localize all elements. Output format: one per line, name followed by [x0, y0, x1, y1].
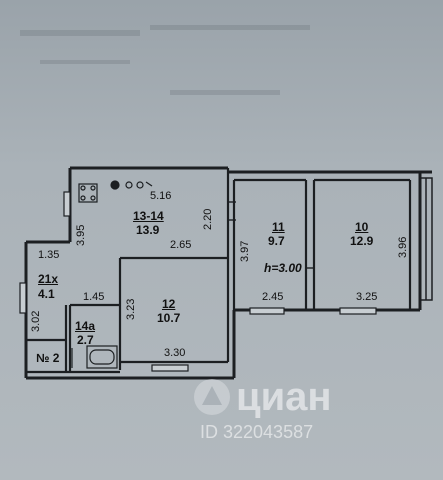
room-area-11: 9.7: [268, 234, 285, 248]
dim-kitchen-left: 3.95: [75, 224, 87, 246]
room-number-11: 11: [272, 220, 285, 234]
room-area-14a: 2.7: [77, 333, 94, 347]
exterior-strip: [420, 177, 433, 301]
watermark-brand: циан: [236, 375, 332, 419]
room-area-10: 12.9: [350, 234, 374, 248]
windows: [19, 191, 377, 372]
room-number-13-14: 13-14: [133, 209, 164, 223]
door-marks: [228, 201, 314, 269]
room-number-14a: 14a: [75, 319, 96, 333]
watermark-listing-id: ID 322043587: [200, 422, 314, 442]
dim-room11-left: 3.97: [239, 240, 251, 262]
dim-kitchen-top: 5.16: [150, 190, 172, 202]
watermark-logo: [194, 379, 230, 415]
room-number-21x: 21x: [38, 272, 59, 286]
dim-21x-left: 3.02: [30, 310, 42, 332]
stair-label: № 2: [36, 351, 60, 365]
dim-room11-bottom: 2.45: [262, 291, 284, 303]
dim-corridor: 2.20: [202, 208, 214, 230]
room-area-21x: 4.1: [38, 287, 55, 301]
dim-room12-bottom: 3.30: [164, 347, 186, 359]
dim-room10-right: 3.96: [397, 236, 409, 258]
dim-room10-bottom: 3.25: [356, 291, 378, 303]
kitchen-fixtures: [78, 180, 153, 203]
room-number-12: 12: [162, 297, 176, 311]
bathtub: [71, 345, 118, 369]
ceiling-height: h=3.00: [264, 261, 302, 275]
room-area-13-14: 13.9: [136, 223, 160, 237]
background-smudges: [20, 25, 310, 95]
room-number-10: 10: [355, 220, 369, 234]
dim-14a-top: 1.45: [83, 291, 105, 303]
dim-21x-top: 1.35: [38, 249, 60, 261]
dim-kitchen-bottom: 2.65: [170, 239, 192, 251]
dim-room12-left: 3.23: [125, 298, 137, 320]
room-area-12: 10.7: [157, 311, 181, 325]
